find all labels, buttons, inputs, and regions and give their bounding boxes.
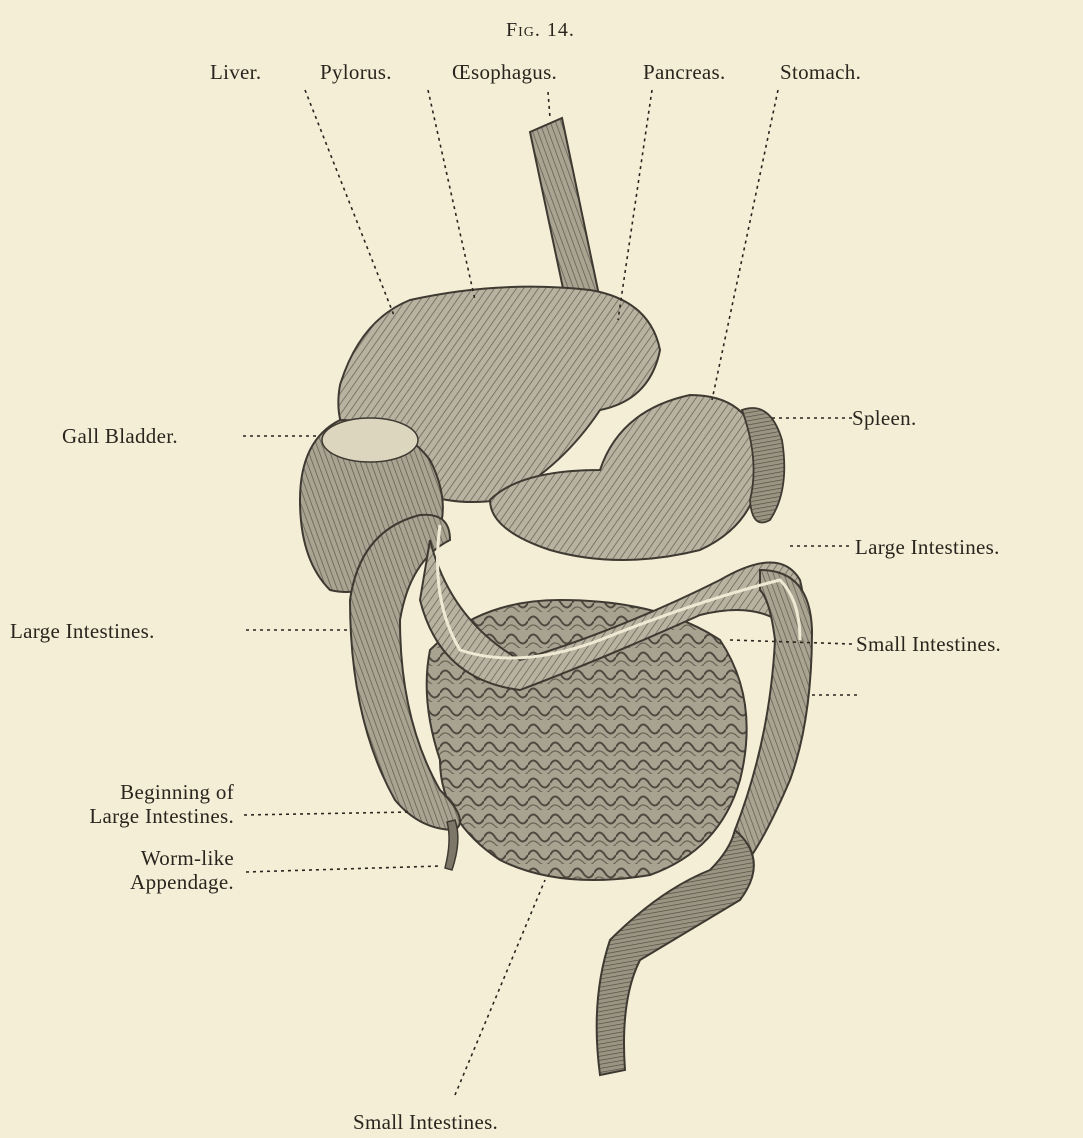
label-beginning-line2: Large Intestines.	[12, 804, 234, 828]
label-pylorus: Pylorus.	[320, 60, 392, 84]
label-liver: Liver.	[210, 60, 261, 84]
figure-caption: Fig. 14.	[506, 18, 575, 42]
label-stomach: Stomach.	[780, 60, 861, 84]
label-beginning-line1: Beginning of	[12, 780, 234, 804]
label-spleen: Spleen.	[852, 406, 917, 430]
label-oesophagus: Œsophagus.	[452, 60, 557, 84]
label-appendage-line2: Appendage.	[60, 870, 234, 894]
label-small-intestines-right: Small Intestines.	[856, 632, 1001, 656]
oesophagus-shape	[530, 118, 600, 312]
label-beginning-large-intestines: Beginning of Large Intestines.	[12, 780, 234, 828]
label-worm-like-appendage: Worm-like Appendage.	[60, 846, 234, 894]
label-small-intestines-bottom: Small Intestines.	[353, 1110, 498, 1134]
label-large-intestines-right: Large Intestines.	[855, 535, 1000, 559]
label-large-intestines-left: Large Intestines.	[10, 619, 155, 643]
label-pancreas: Pancreas.	[643, 60, 726, 84]
label-gall-bladder: Gall Bladder.	[62, 424, 178, 448]
label-appendage-line1: Worm-like	[60, 846, 234, 870]
